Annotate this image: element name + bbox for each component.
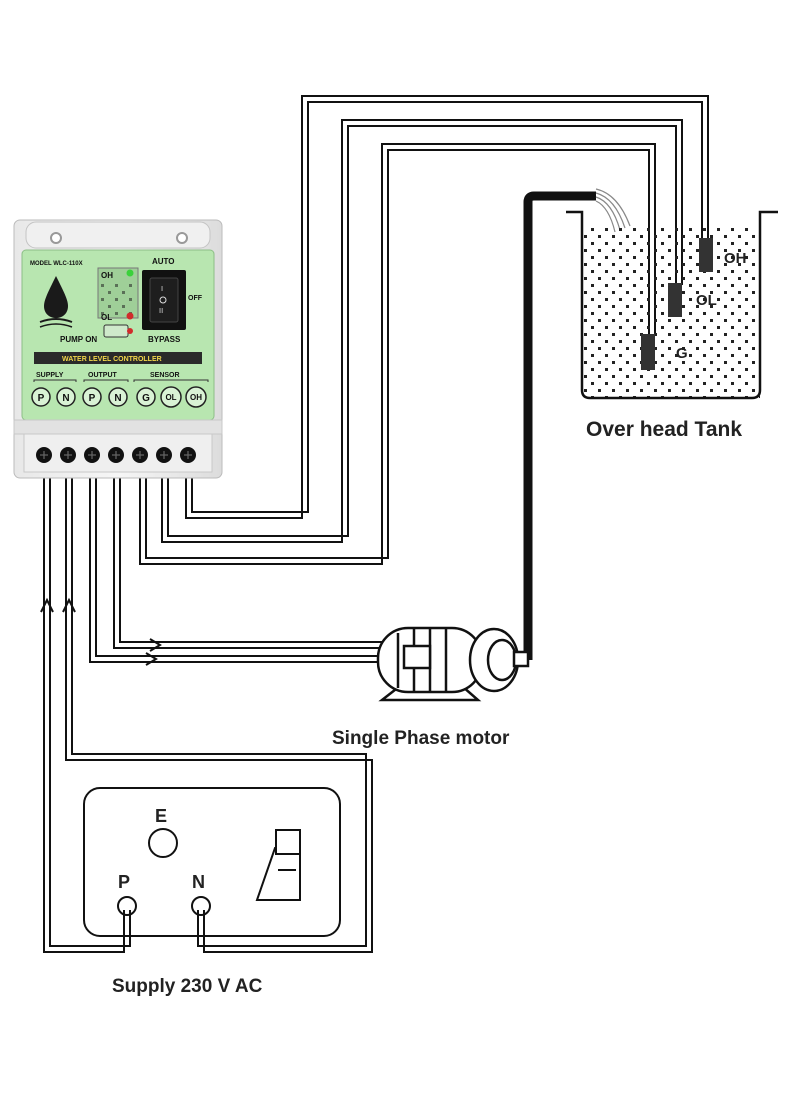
motor-terminal-box [402, 644, 432, 670]
wire-output-p-inner [95, 478, 385, 657]
motor-shaft [512, 650, 530, 668]
terminal-labels: P N P N G OL OH [31, 386, 207, 408]
socket-switch-body [255, 847, 301, 901]
mount-hole-right [176, 232, 188, 244]
socket-label-e: E [155, 806, 167, 826]
arrow-output-p [145, 652, 158, 666]
overhead-tank: OH OL G Over head Tank [566, 210, 778, 441]
screw-terminals [36, 447, 196, 463]
supply-title: Supply 230 V AC [112, 976, 263, 997]
wire-ol-outer [161, 119, 683, 543]
tank-title: Over head Tank [586, 418, 742, 441]
wire-supply-p-outer [43, 478, 125, 953]
pump-on-label: PUMP ON [60, 335, 97, 344]
probe-oh [699, 238, 713, 272]
probe-g [641, 334, 655, 370]
socket-neutral-pin [191, 896, 211, 916]
probe-label-g: G [676, 345, 688, 362]
terminal-label-output-p: P [89, 393, 96, 404]
group-label-sensor: SENSOR [150, 372, 180, 379]
probe-ol [668, 283, 682, 317]
water-drop-icon [44, 276, 68, 318]
probe-label-ol: OL [696, 292, 717, 309]
socket-earth-pin [148, 828, 178, 858]
svg-text:I: I [161, 285, 163, 293]
probe-label-oh: OH [724, 250, 747, 267]
device-model: MODEL WLC-110X [30, 261, 83, 267]
arrow-supply-n [62, 597, 76, 613]
device-banner-text: WATER LEVEL CONTROLLER [62, 356, 162, 363]
device-banner [34, 352, 202, 364]
device-top-tab [25, 221, 211, 249]
arrow-output-n [149, 638, 162, 652]
socket-switch-toggle [275, 829, 301, 855]
wire-supply-n-inner [71, 478, 367, 947]
wire-output-n-inner [119, 478, 385, 643]
svg-text:II: II [159, 307, 163, 315]
terminal-label-supply-n: N [62, 393, 69, 404]
wire-g-inner [145, 149, 650, 559]
terminal-label-sensor-g: G [142, 393, 150, 404]
socket-phase-pin [117, 896, 137, 916]
terminal-label-supply-p: P [38, 393, 45, 404]
supply-socket [83, 787, 341, 937]
terminal-label-sensor-ol: OL [165, 393, 176, 402]
terminal-label-sensor-oh: OH [190, 393, 202, 402]
mount-hole-left [50, 232, 62, 244]
wire-output-p-outer [89, 478, 385, 663]
wire-supply-p-inner [49, 478, 131, 947]
device-off-label: OFF [188, 295, 203, 302]
group-label-output: OUTPUT [88, 372, 118, 379]
wires [43, 95, 709, 953]
group-label-supply: SUPPLY [36, 372, 64, 379]
motor-title: Single Phase motor [332, 728, 510, 749]
wire-output-n-outer [113, 478, 385, 649]
ol-led [126, 312, 134, 320]
arrows [40, 597, 162, 666]
socket-box [83, 787, 341, 937]
wire-supply-n-outer [65, 478, 373, 953]
wire-g-outer [139, 143, 656, 565]
bypass-label: BYPASS [148, 335, 181, 344]
wire-oh-outer [185, 95, 709, 519]
arrow-supply-p [40, 597, 54, 613]
single-phase-motor: Single Phase motor [332, 626, 530, 749]
controller-device: MODEL WLC-110X AUTO OH OL PUMP ON BYPASS… [13, 219, 223, 479]
terminal-label-output-n: N [114, 393, 121, 404]
socket-label-p: P [118, 872, 130, 892]
wire-oh-inner [191, 101, 703, 513]
pump-icon [103, 324, 129, 338]
wire-ol-inner [167, 125, 677, 537]
indicator-ol-label: OL [101, 313, 112, 322]
indicator-oh-label: OH [101, 271, 113, 280]
device-auto-label: AUTO [152, 257, 175, 266]
oh-led [126, 269, 134, 277]
tank-wall [566, 210, 778, 400]
socket-label-n: N [192, 872, 205, 892]
